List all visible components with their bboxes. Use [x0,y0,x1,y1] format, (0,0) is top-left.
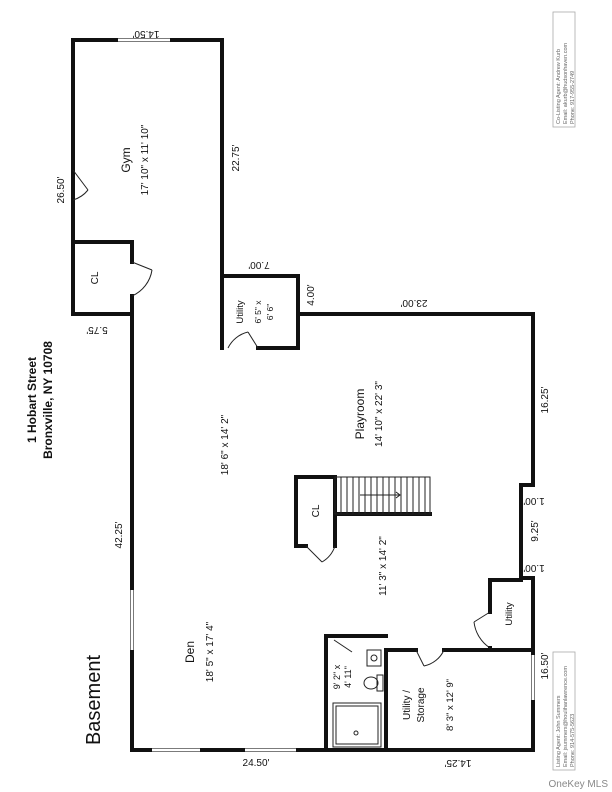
bath-fixtures [332,649,384,748]
svg-text:Email: akurb@hudsonhaven.com: Email: akurb@hudsonhaven.com [563,42,569,124]
room-name: Playroom [353,389,367,440]
room-utility-top: Utility 6' 5" x 6' 6" [235,300,275,324]
dim-left-long: 42.25' [114,521,125,548]
svg-text:24.50': 24.50' [243,758,270,769]
room-size-a: 9' 2" x [332,664,342,689]
watermark-footer: OneKey MLS [548,779,608,790]
room-name: Den [183,641,197,663]
svg-text:14.25': 14.25' [444,757,471,768]
svg-text:16.50': 16.50' [540,652,551,679]
svg-text:26.50': 26.50' [56,176,67,203]
room-playroom: Playroom 14' 10" x 22' 3" [353,381,385,447]
svg-text:Email: jsummers@houlihanlawren: Email: jsummers@houlihanlawrence.com [563,666,569,767]
dim-cl-left: 5.75' [86,324,107,335]
dim-right-lower: 16.50' [540,652,551,679]
room-size: 8' 3" x 12' 9" [445,679,456,731]
svg-text:Phone: 917-955-2749: Phone: 917-955-2749 [570,71,576,124]
room-name: Utility [504,602,515,625]
room-name-a: Utility / [402,690,413,720]
svg-text:9.25': 9.25' [530,520,541,541]
room-size: 14' 10" x 22' 3" [374,381,385,447]
room-stair-area: 11' 3" x 14' 2" [378,536,389,596]
svg-text:23.00': 23.00' [400,297,427,308]
room-name: CL [311,504,322,517]
dim-bottom-left: 24.50' [243,758,270,769]
room-hall: 18' 6" x 14' 2" [220,414,231,475]
dim-right-mid: 9.25' [530,520,541,541]
windows [118,38,535,752]
svg-text:Basement: Basement [83,655,105,745]
dim-utility-depth: 4.00' [306,284,317,305]
room-gym: Gym 17' 10" x 11' 10" [119,124,151,195]
dim-gym-left: 26.50' [56,176,67,203]
room-utility-right: Utility [504,602,515,625]
room-bath: 9' 2" x 4' 11" [332,664,353,689]
room-size-b: 4' 11" [343,666,353,688]
svg-text:1.00': 1.00' [523,562,544,573]
room-size: 18' 6" x 14' 2" [220,414,231,475]
room-utility-storage: Utility / Storage 8' 3" x 12' 9" [402,679,456,731]
room-den: Den 18' 5" x 17' 4" [183,621,216,682]
dim-top: 14.50' [132,28,159,39]
svg-text:1.00': 1.00' [523,495,544,506]
svg-text:42.25': 42.25' [114,521,125,548]
svg-text:14.50': 14.50' [132,28,159,39]
co-listing-agent-box: Co-Listing Agent: Andrew Kurb Email: aku… [552,11,576,128]
room-size: 11' 3" x 14' 2" [378,536,389,596]
svg-text:Listing Agent: John Summers: Listing Agent: John Summers [556,695,562,767]
dim-right-upper: 16.25' [540,386,551,413]
room-size: 18' 5" x 17' 4" [205,621,216,682]
svg-text:Co-Listing Agent: Andrew Kurb: Co-Listing Agent: Andrew Kurb [556,49,562,124]
dim-gym-right: 22.75' [231,144,242,171]
doors [72,169,491,667]
room-name-b: Storage [416,687,427,722]
room-cl-top: CL [90,271,101,284]
floor-label: Basement [83,655,105,745]
address-street: 1 Hobart Street [25,357,39,443]
room-cl-stair: CL [311,504,322,517]
address-city: Bronxville, NY 10708 [41,341,55,459]
room-size-a: 6' 5" x [253,300,263,324]
room-name: Gym [119,147,133,172]
svg-text:5.75': 5.75' [86,324,107,335]
svg-text:Phone: 914-575-5623: Phone: 914-575-5623 [570,714,576,767]
room-size-b: 6' 6" [265,304,275,320]
dim-bottom-right: 14.25' [444,757,471,768]
svg-text:22.75': 22.75' [231,144,242,171]
svg-text:4.00': 4.00' [306,284,317,305]
staircase [334,476,431,515]
svg-text:16.25': 16.25' [540,386,551,413]
dim-playroom-top: 23.00' [400,297,427,308]
room-name: CL [90,271,101,284]
room-name: Utility [235,300,246,323]
dim-utility-width: 7.00' [248,259,269,270]
room-size: 17' 10" x 11' 10" [140,124,151,195]
listing-agent-box: Listing Agent: John Summers Email: jsumm… [552,651,576,771]
svg-text:7.00': 7.00' [248,259,269,270]
dim-right-step2: 1.00' [523,562,544,573]
address: 1 Hobart Street Bronxville, NY 10708 [25,341,55,459]
dim-right-step1: 1.00' [523,495,544,506]
